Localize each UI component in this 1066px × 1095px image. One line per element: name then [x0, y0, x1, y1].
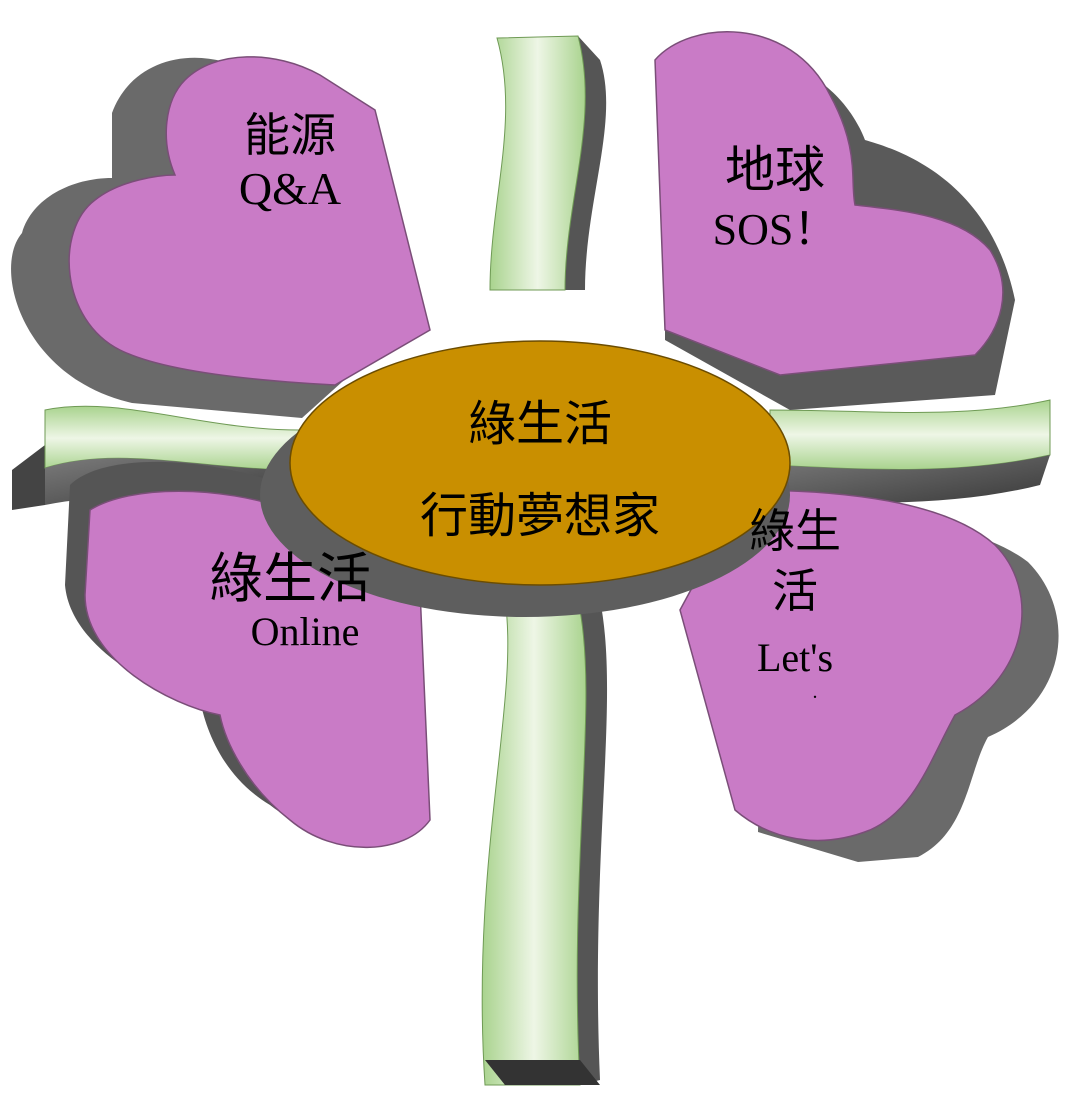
petal-top-right[interactable] — [654, 31, 1015, 410]
center-title-line2: 行動夢想家 — [419, 488, 660, 544]
petal-top-right-title: 地球 — [725, 141, 825, 199]
center-title-line1: 綠生活 — [467, 396, 612, 452]
center-disc[interactable] — [260, 340, 791, 617]
petal-top-left-title: 能源 — [244, 108, 336, 162]
petal-bottom-left-subtitle: Online — [250, 609, 360, 654]
petal-top-left[interactable] — [11, 56, 431, 418]
petal-bottom-right-title-line2: 活 — [772, 564, 818, 618]
petal-top-right-subtitle: SOS！ — [712, 205, 838, 254]
petal-top-left-subtitle: Q&A — [238, 163, 342, 214]
vertical-stem — [481, 35, 608, 1086]
petal-bottom-right-extra: . — [812, 681, 818, 703]
petal-bottom-right-subtitle: Let's — [756, 635, 834, 680]
petal-bottom-right[interactable] — [679, 489, 1059, 862]
petal-bottom-right-title-line1: 綠生 — [749, 504, 841, 558]
petal-bottom-left-title: 綠生活 — [209, 547, 371, 610]
